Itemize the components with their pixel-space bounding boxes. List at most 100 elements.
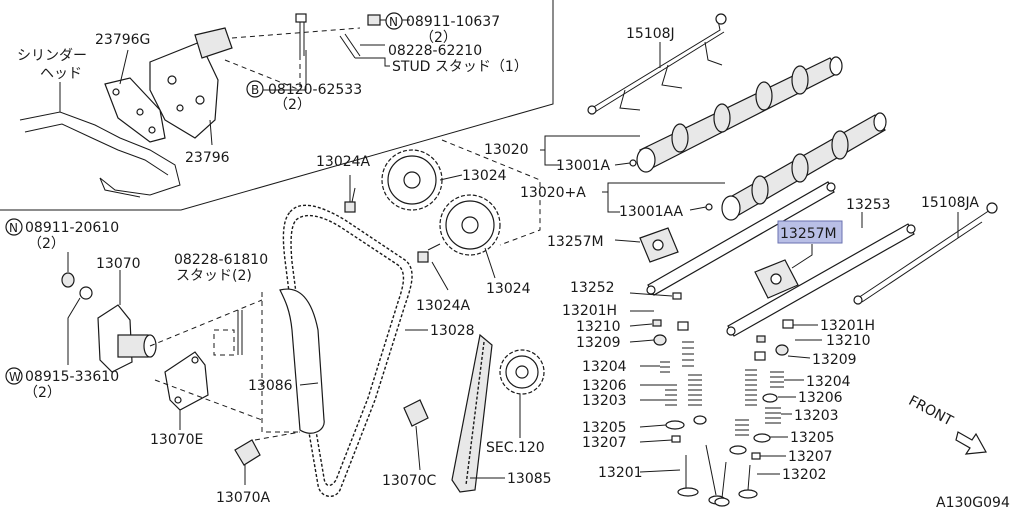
oil-pipe-15108j (587, 13, 727, 115)
symbol-n-1: N (389, 15, 398, 29)
tensioner-13070 (97, 270, 157, 373)
label-13205-right: 13205 (790, 430, 835, 446)
label-13252: 13252 (570, 280, 615, 296)
label-08120-62533-qty: （2） (274, 97, 311, 113)
label-13070: 13070 (96, 256, 141, 272)
valve-stack-left (652, 292, 726, 505)
label-13085: 13085 (507, 471, 552, 487)
leader-13024-top (439, 174, 463, 181)
bracket-23796 (149, 27, 361, 146)
label-13201h-left: 13201H (562, 303, 617, 319)
label-13206-left: 13206 (582, 378, 627, 394)
diagram-code: A130G094 (936, 495, 1010, 511)
label-15108j: 15108J (626, 26, 675, 42)
valve-leaders-left (629, 292, 681, 473)
highlight-box-13257m (777, 220, 843, 244)
label-13257m-left: 13257M (547, 234, 604, 250)
label-13207-left: 13207 (582, 435, 627, 451)
label-13020: 13020 (484, 142, 529, 158)
label-stud-1: STUD スタッド（1） (392, 59, 528, 75)
timing-chain (282, 204, 413, 497)
label-08120-62533: 08120-62533 (268, 82, 362, 98)
label-13210-left: 13210 (576, 319, 621, 335)
bolt-13070c (403, 399, 429, 471)
symbol-w-circle (5, 367, 23, 385)
sprocket-dash-box (441, 139, 541, 246)
camshaft-leaders (540, 135, 725, 213)
label-13024-top: 13024 (462, 168, 507, 184)
label-13001a: 13001A (556, 158, 611, 174)
inset-leaders (258, 19, 410, 91)
label-stud-2: スタッド(2) (176, 268, 252, 284)
label-13203-right: 13203 (794, 408, 839, 424)
nut-stud-top (339, 14, 381, 59)
label-13024-bot: 13024 (486, 281, 531, 297)
symbol-w: W (9, 370, 21, 384)
label-13024a-bot: 13024A (416, 298, 471, 314)
leader-13257m-left (614, 239, 641, 243)
label-13001aa: 13001AA (619, 204, 684, 220)
oil-pipe-15108ja (853, 202, 998, 305)
label-cyl-head-2: ヘッド (40, 66, 82, 82)
symbol-b-circle (246, 80, 264, 98)
nut-08911-20610 (61, 252, 75, 288)
label-13028: 13028 (430, 323, 475, 339)
label-13070c: 13070C (382, 473, 437, 489)
chain-guide-13086 (279, 288, 325, 434)
inset-border (0, 0, 554, 211)
crank-sprocket (499, 349, 545, 438)
symbol-b: B (251, 83, 259, 97)
label-sec120: SEC.120 (486, 440, 545, 456)
bolt-13024a-top (344, 175, 356, 213)
symbol-n-circle-1 (385, 12, 403, 30)
label-13206-right: 13206 (798, 390, 843, 406)
label-13024a-top: 13024A (316, 154, 371, 170)
rocker-shaft-left (646, 181, 836, 296)
stud-08228-61810 (213, 310, 243, 356)
label-13020-a: 13020+A (520, 185, 586, 201)
gasket-13070e (149, 299, 263, 430)
timing-chain-inner (290, 214, 405, 487)
label-13253: 13253 (846, 197, 891, 213)
chain-tension-guide-13085 (451, 333, 493, 493)
bolt-13024a-bot (417, 243, 449, 291)
label-13203-left: 13203 (582, 393, 627, 409)
rocker-arm-right (754, 259, 799, 299)
front-arrow: FRONT (906, 393, 956, 430)
label-13201-left: 13201 (598, 465, 643, 481)
front-arrow-icon (955, 431, 987, 455)
label-13204-left: 13204 (582, 359, 627, 375)
label-13257m-highlighted[interactable]: 13257M (780, 226, 837, 242)
bolt-08120 (295, 13, 307, 56)
label-08228-62210: 08228-62210 (388, 43, 482, 59)
label-13204-right: 13204 (806, 374, 851, 390)
label-13210-right: 13210 (826, 333, 871, 349)
sprocket-upper (381, 149, 443, 211)
label-13209-right: 13209 (812, 352, 857, 368)
rocker-arm-left (639, 227, 679, 263)
label-13209-left: 13209 (576, 335, 621, 351)
camshaft-lower (721, 112, 887, 221)
tension-guide-links (465, 341, 485, 486)
bracket-23796g (104, 49, 166, 143)
label-13201h-right: 13201H (820, 318, 875, 334)
symbol-n-circle-2 (5, 218, 23, 236)
label-cyl-head-1: シリンダー (17, 48, 87, 64)
sprocket-lower (439, 194, 501, 256)
label-13205-left: 13205 (582, 420, 627, 436)
label-15108ja: 15108JA (921, 195, 979, 211)
label-08911-20610-qty: （2） (28, 236, 65, 252)
leader-13024-bot (484, 247, 496, 279)
label-08915-33610-qty: （2） (24, 385, 61, 401)
label-13207-right: 13207 (788, 449, 833, 465)
label-08228-61810: 08228-61810 (174, 252, 268, 268)
label-23796: 23796 (185, 150, 230, 166)
label-08911-10637-qty: （2） (420, 30, 457, 46)
label-08915-33610: 08915-33610 (25, 369, 119, 385)
leader-08915 (67, 297, 81, 365)
rocker-shaft-right (726, 223, 916, 337)
symbol-n-2: N (9, 221, 18, 235)
washer-08915 (79, 286, 93, 300)
guide-dash (261, 292, 300, 433)
